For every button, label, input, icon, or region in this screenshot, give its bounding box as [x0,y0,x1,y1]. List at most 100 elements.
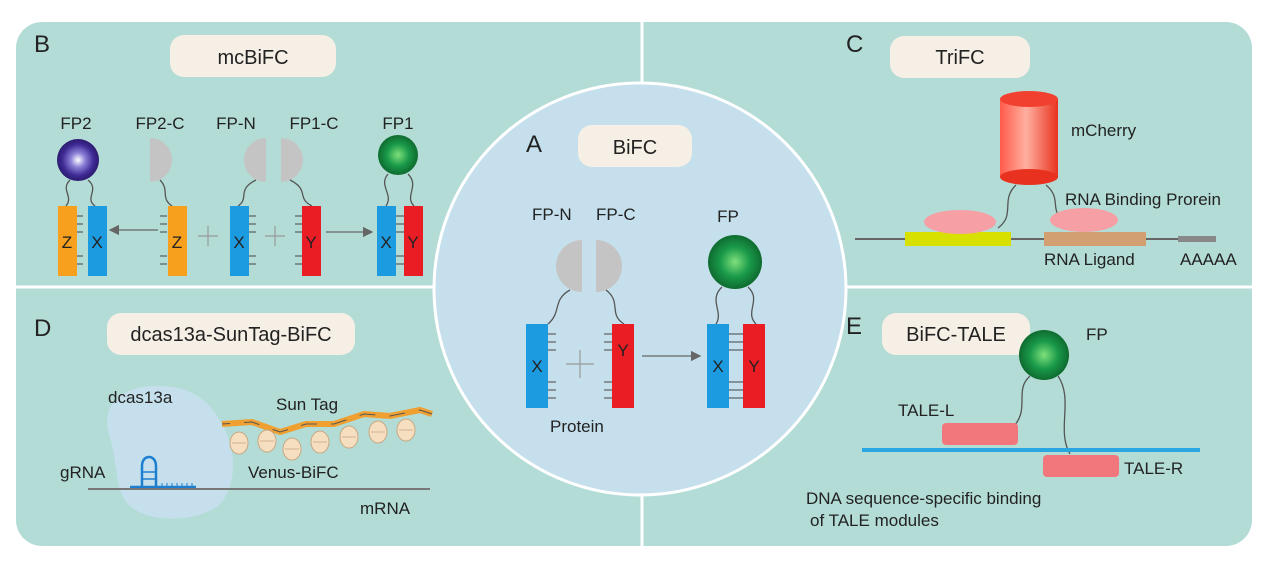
x-label: X [531,357,542,376]
panel-c: C TriFC mCherry RNA Binding Prorein RNA … [846,31,1237,269]
rna-binding-protein [1050,208,1118,232]
panel-d-letter: D [34,315,51,342]
x-protein-bar [526,324,548,408]
fp-fluorescent-protein [708,235,762,289]
plus-icon [566,350,594,378]
linker [715,286,723,325]
x-label: X [233,233,244,252]
rna-ligand-segment [1044,232,1146,246]
panel-b: B mcBiFC FP2 FP2-C FP-N FP1-C FP1 Z X Z … [34,31,423,276]
panel-e-title-pill [882,313,1030,355]
panel-a-letter: A [526,131,542,158]
linker [605,289,625,325]
fp1-label: FP1 [382,114,413,133]
z-protein-bar [168,206,187,276]
x-label: X [380,233,391,252]
fp2-label: FP2 [60,114,91,133]
sun-tag-linker [221,409,433,433]
z-label: Z [172,233,182,252]
x-protein-bar [707,324,729,408]
panel-b-title-pill [170,35,336,77]
fp-n-half [244,138,266,182]
fp-label: FP [717,207,739,226]
panel-d-title-pill [107,313,355,355]
fp1-c-label: FP1-C [289,114,338,133]
y-label: Y [407,233,418,252]
rna-ligand-segment [905,232,1011,246]
rbp-label: RNA Binding Prorein [1065,190,1221,209]
linker [407,173,415,207]
fp-n-half [556,240,582,292]
fp1-fluorescent-protein [378,135,418,175]
tale-l-label: TALE-L [898,401,954,420]
fp-label: FP [1086,325,1108,344]
linker [747,286,757,325]
tick-marks [77,215,404,265]
linker [237,179,257,207]
linker [383,173,389,207]
z-label: Z [62,233,72,252]
linker [65,179,71,207]
fp-n-label: FP-N [216,114,256,133]
plus-icon [198,226,218,246]
y-protein-bar [743,324,765,408]
linker [289,179,313,207]
panel-a: A BiFC FP-N FP-C FP X Y X Y Protein [432,81,848,497]
tale-r-label: TALE-R [1124,459,1183,478]
mrna-label: mRNA [360,499,411,518]
venus-bifc-beads [229,418,416,461]
protein-label: Protein [550,417,604,436]
y-label: Y [617,341,628,360]
grna-label: gRNA [60,463,106,482]
poly-a-label: AAAAA [1180,250,1237,269]
linker [547,289,571,325]
sun-tag-label: Sun Tag [276,395,338,414]
fp2-c-half [150,138,172,182]
panel-b-title: mcBiFC [217,47,288,69]
x-protein-bar [88,206,107,276]
linker [997,184,1017,229]
poly-a-tail [1178,236,1216,242]
x-protein-bar [377,206,396,276]
linker [159,179,173,207]
dcas13a-label: dcas13a [108,388,173,407]
fp-c-label: FP-C [596,205,636,224]
y-label: Y [305,233,316,252]
y-label: Y [748,357,759,376]
linker [1057,375,1071,455]
mcherry-label: mCherry [1071,121,1137,140]
panel-e: E BiFC-TALE FP TALE-L TALE-R DNA sequenc… [806,313,1200,530]
fp-fluorescent-protein [1019,330,1069,380]
tick-marks [548,333,743,399]
fp-n-label: FP-N [532,205,572,224]
dcas13a-protein [107,385,233,519]
fp1-c-half [281,138,303,182]
rna-ligand-label: RNA Ligand [1044,250,1135,269]
panel-c-title-pill [890,36,1030,78]
tale-r-module [1043,455,1119,477]
panel-a-title-pill [578,125,692,167]
fp-c-half [596,240,622,292]
panel-e-letter: E [846,313,862,340]
panel-c-letter: C [846,31,863,58]
x-label: X [91,233,102,252]
panel-e-title: BiFC-TALE [906,324,1006,346]
panel-d-title: dcas13a-SunTag-BiFC [130,324,331,346]
panel-d: D dcas13a-SunTag-BiFC dcas13a Sun Tag Ve… [34,313,433,519]
linker [87,179,96,207]
y-protein-bar [612,324,634,408]
linker [1013,375,1031,427]
grna-hairpin [130,455,196,489]
fp2-fluorescent-protein [57,139,99,181]
x-label: X [712,357,723,376]
dna-caption-line1: DNA sequence-specific binding [806,489,1041,508]
mcherry-cylinder [1000,91,1058,185]
venus-bifc-label: Venus-BiFC [248,463,339,482]
y-protein-bar [302,206,321,276]
x-protein-bar [230,206,249,276]
fp2-c-label: FP2-C [135,114,184,133]
panel-b-letter: B [34,31,50,58]
z-protein-bar [58,206,77,276]
rna-binding-protein [924,210,996,234]
